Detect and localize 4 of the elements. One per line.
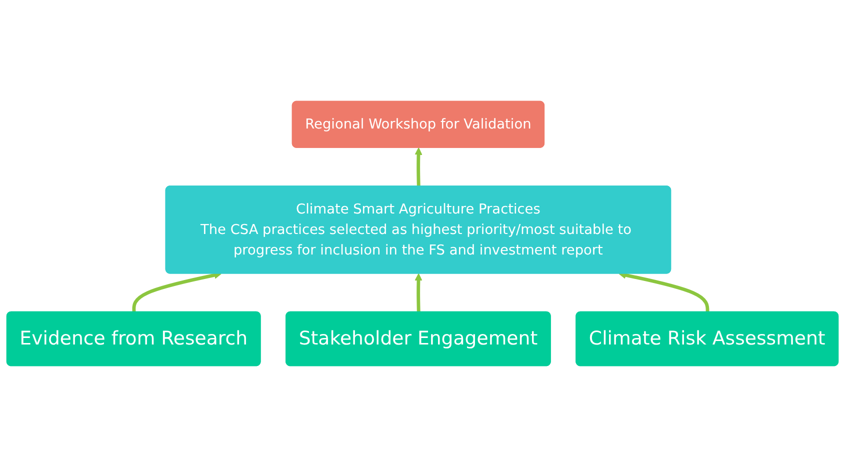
arrow — [618, 271, 710, 312]
arrow — [414, 273, 422, 312]
arrow — [132, 271, 222, 312]
arrow — [414, 148, 422, 186]
